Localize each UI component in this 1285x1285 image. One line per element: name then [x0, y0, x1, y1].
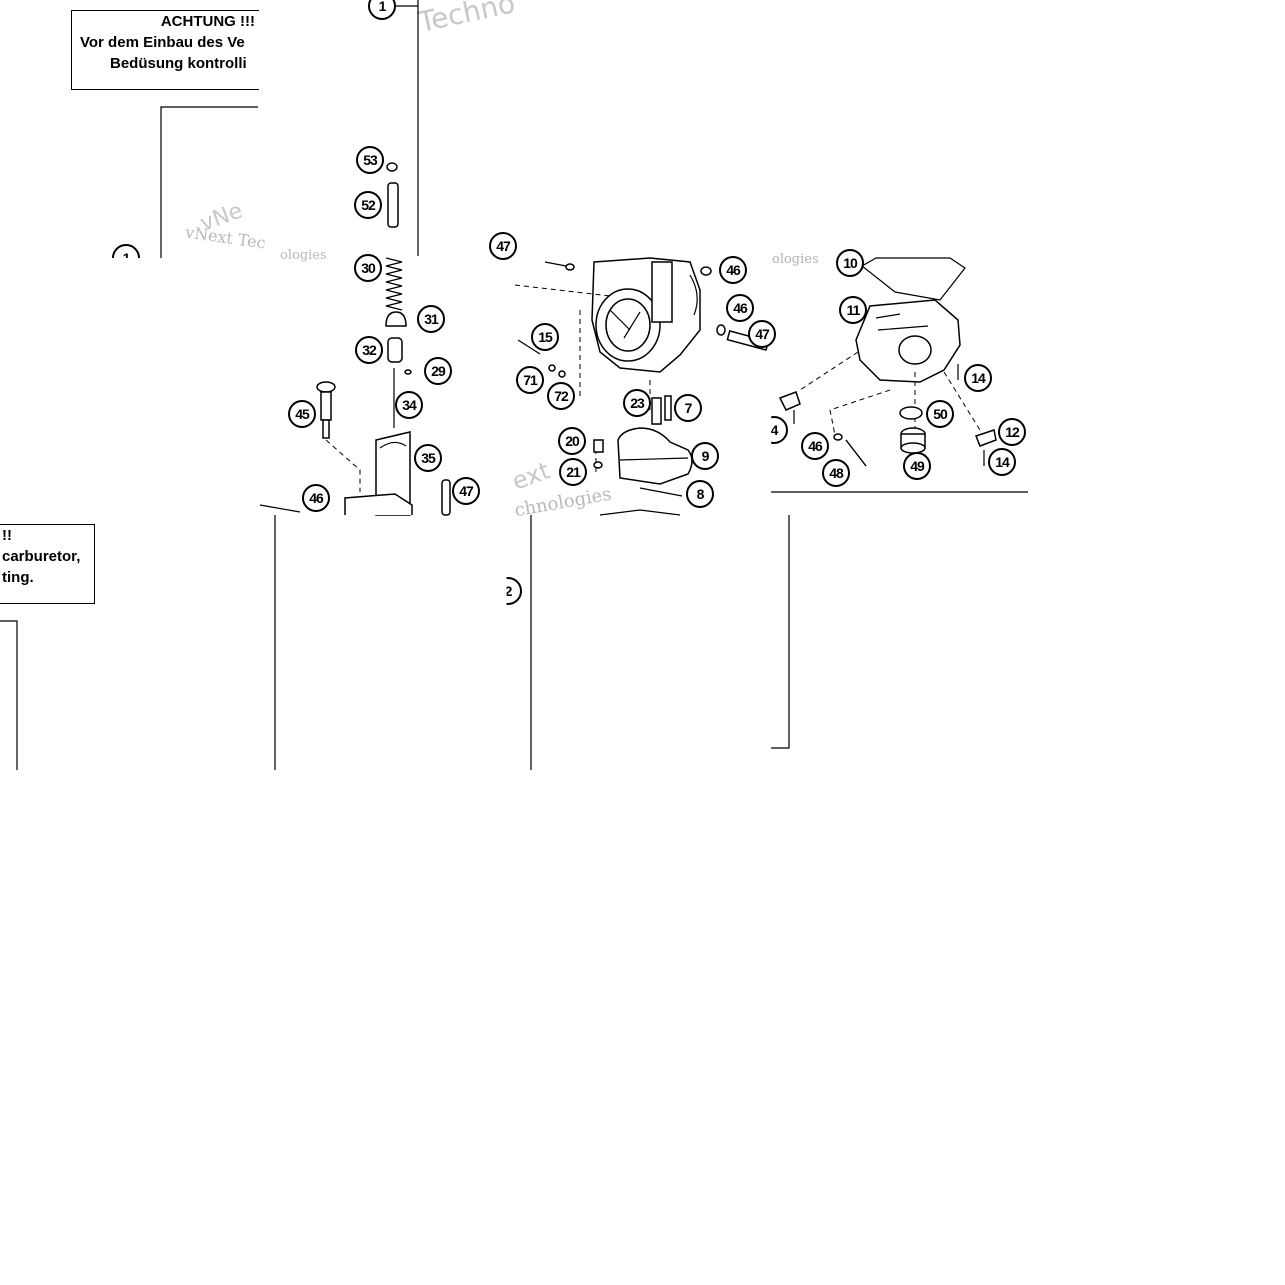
- washer-part: [558, 370, 566, 378]
- notice-line: Vor dem Einbau des Ve: [80, 34, 245, 51]
- jet-part: [517, 339, 541, 355]
- callout-number: 50: [926, 400, 954, 428]
- callout-number: 72: [547, 382, 575, 410]
- assembly-dash: [514, 284, 611, 297]
- callout-number: 47: [748, 320, 776, 348]
- callout-number: 49: [903, 452, 931, 480]
- assembly-dash: [943, 371, 981, 431]
- callout-number: 14: [988, 448, 1016, 476]
- callout-number: 46: [302, 484, 330, 512]
- callout-number: 48: [822, 459, 850, 487]
- callout-number: 52: [354, 191, 382, 219]
- carb-body-part: [344, 493, 413, 515]
- o-ring-part: [565, 263, 575, 271]
- tube-part: [387, 182, 399, 228]
- callout-number: 9: [691, 442, 719, 470]
- drain-plug-part: [900, 427, 926, 454]
- idle-screw-part: [316, 381, 336, 439]
- assembly-dash: [325, 439, 361, 492]
- warning-notice-english: !! carburetor, ting.: [0, 524, 95, 604]
- callout-number: 46: [726, 294, 754, 322]
- callout-number: 47: [452, 477, 480, 505]
- warning-notice-german: ACHTUNG !!! Vor dem Einbau des Ve Bedüsu…: [71, 10, 259, 90]
- callout-number: 8: [686, 480, 714, 508]
- frame-line: [771, 515, 790, 749]
- hose-part: [259, 504, 301, 513]
- e-clip-part: [404, 369, 412, 375]
- pin-part: [639, 487, 683, 497]
- callout-number: 46: [801, 432, 829, 460]
- notice-line: ACHTUNG !!!: [160, 13, 255, 30]
- callout-number: 20: [558, 427, 586, 455]
- screw-part: [544, 261, 567, 267]
- watermark-text: ologies: [280, 248, 327, 263]
- callout-number: 11: [839, 296, 867, 324]
- o-ring-part: [716, 324, 726, 336]
- spring-part: [385, 257, 403, 311]
- o-ring-part: [386, 162, 398, 172]
- notice-line: !!: [2, 527, 12, 544]
- o-ring-part: [833, 433, 843, 441]
- callout-number: 53: [356, 146, 384, 174]
- float-bowl-part: [855, 299, 961, 383]
- throttle-sensor-part: [617, 427, 693, 485]
- callout-number: 1: [368, 0, 396, 20]
- screw-part: [593, 439, 604, 453]
- notice-line: ting.: [2, 569, 34, 586]
- frame-line: [0, 620, 18, 770]
- frame-line: [160, 106, 258, 258]
- callout-number: 35: [414, 444, 442, 472]
- callout-number: 23: [623, 389, 651, 417]
- callout-number: 71: [516, 366, 544, 394]
- clip-part: [387, 337, 403, 363]
- callout-number: 47: [489, 232, 517, 260]
- callout-number: 15: [531, 323, 559, 351]
- callout-number: 21: [559, 458, 587, 486]
- watermark-text: ologie: [772, 252, 812, 267]
- carb-body-part: [599, 509, 681, 516]
- gasket-part: [860, 257, 966, 301]
- carburetor-body: [591, 257, 701, 373]
- callout-number: 7: [674, 394, 702, 422]
- o-ring-part: [899, 406, 923, 420]
- callout-number: 29: [424, 357, 452, 385]
- callout-number: 46: [719, 256, 747, 284]
- cap-part: [385, 311, 407, 327]
- callout-number: 32: [355, 336, 383, 364]
- o-ring-part: [700, 266, 712, 276]
- callout-number: 12: [998, 418, 1026, 446]
- callout-number: 14: [964, 364, 992, 392]
- notice-line: carburetor,: [2, 548, 81, 565]
- jet-part: [651, 397, 662, 425]
- jet-part: [664, 395, 672, 421]
- bracket-part: [975, 429, 997, 447]
- washer-part: [593, 461, 603, 469]
- hose-part: [441, 479, 451, 516]
- hose-part-inner: [845, 439, 867, 467]
- assembly-dash: [829, 389, 891, 441]
- washer-part: [548, 364, 556, 372]
- bracket-part: [778, 391, 801, 411]
- slide-detail: [379, 441, 407, 449]
- callout-number: 31: [417, 305, 445, 333]
- callout-number: 10: [836, 249, 864, 277]
- callout-number: 30: [354, 254, 382, 282]
- watermark-text: ologies: [772, 252, 819, 267]
- callout-number: 45: [288, 400, 316, 428]
- notice-line: Bedüsung kontrolli: [110, 55, 247, 72]
- callout-number: 34: [395, 391, 423, 419]
- assembly-dash: [799, 351, 859, 391]
